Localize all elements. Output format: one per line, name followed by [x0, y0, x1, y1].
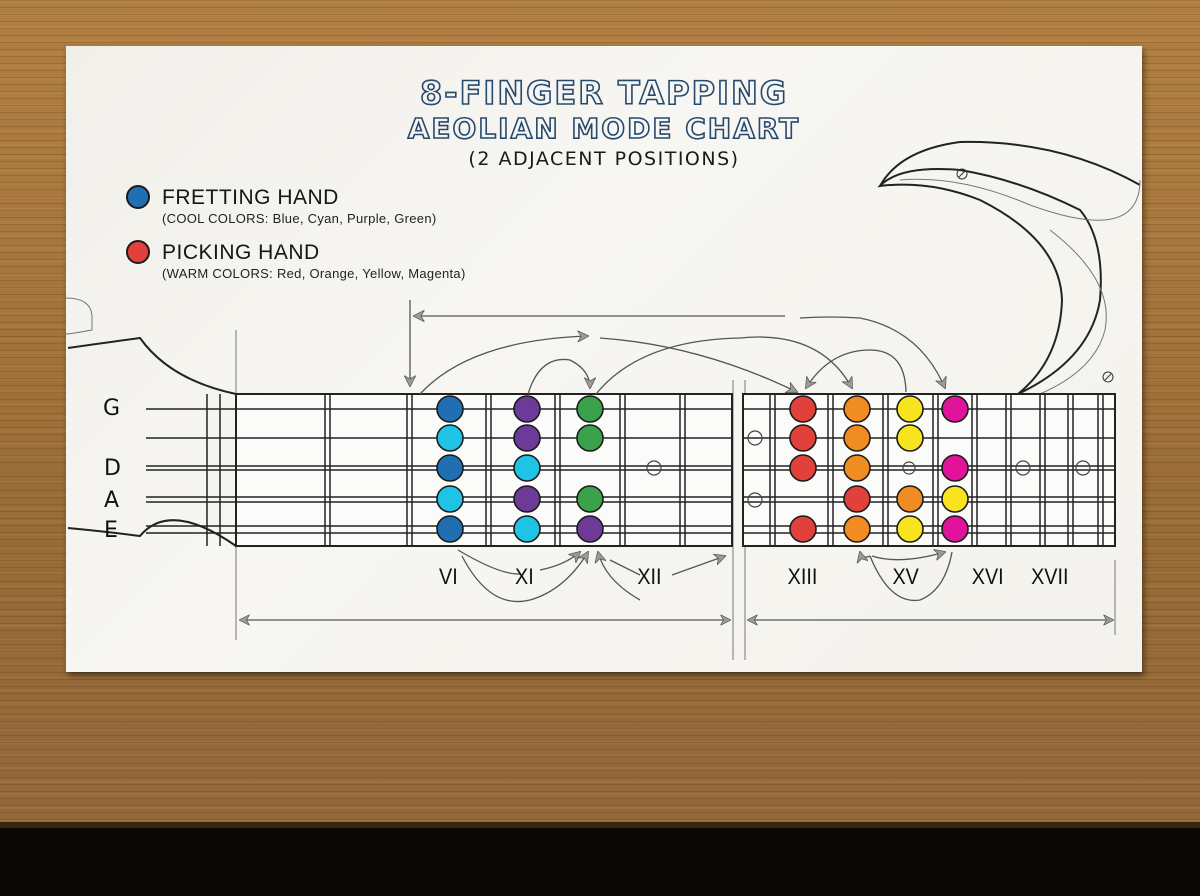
legend-picking-sub: (WARM COLORS: Red, Orange, Yellow, Magen… — [162, 266, 466, 281]
fretting-hand-dot-icon — [126, 185, 150, 209]
legend-picking-title: PICKING HAND — [162, 241, 320, 264]
fret-label-xiii: XIII — [787, 564, 818, 589]
picking-hand-dot-icon — [126, 240, 150, 264]
movement-arrows-top — [410, 300, 945, 395]
table-edge — [0, 822, 1200, 828]
string-label-e: E — [104, 518, 118, 543]
legend-fretting-title: FRETTING HAND — [162, 186, 339, 209]
fret-label-xi: XI — [515, 564, 534, 589]
fret-label-xvi: XVI — [971, 564, 1004, 589]
fret-label-vi: VI — [439, 564, 458, 589]
legend-fretting-sub: (COOL COLORS: Blue, Cyan, Purple, Green) — [162, 211, 437, 226]
string-label-g: G — [103, 396, 121, 421]
guitar-body-outline — [67, 140, 1141, 547]
fret-label-xv: XV — [892, 564, 919, 589]
fretboard-section-1 — [146, 393, 733, 547]
title-line-1: 8-FINGER TAPPING — [419, 73, 788, 113]
screw-icon — [1102, 371, 1114, 383]
string-label-d: D — [104, 456, 121, 481]
string-label-a: A — [104, 488, 120, 513]
fret-label-xii: XII — [637, 564, 662, 589]
title-line-2: AEOLIAN MODE CHART — [407, 111, 801, 146]
position-1-dots — [436, 395, 604, 543]
screw-icon — [956, 168, 968, 180]
movement-arrows-bottom — [457, 550, 953, 603]
fret-label-xvii: XVII — [1031, 564, 1069, 589]
position-2-dots — [789, 395, 969, 543]
title-line-3: (2 ADJACENT POSITIONS) — [468, 148, 740, 170]
open-markers — [646, 430, 1091, 508]
